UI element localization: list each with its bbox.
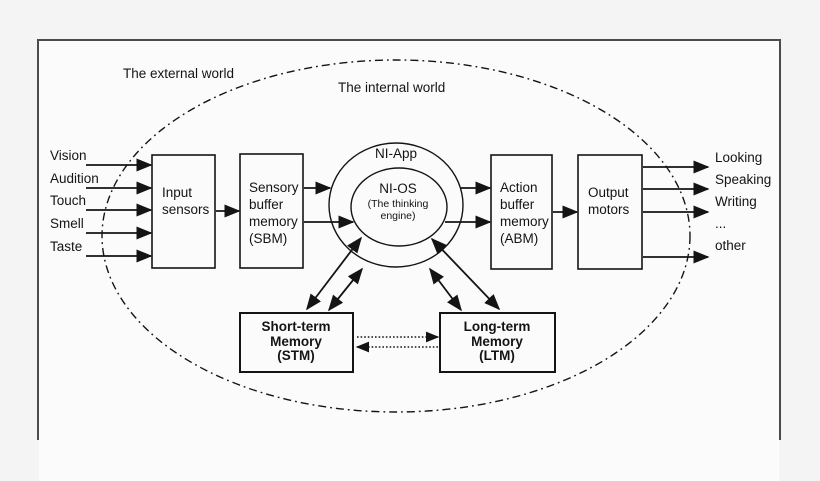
ltm-label-line3: (LTM): [479, 348, 515, 363]
sbm-box: [239, 153, 304, 269]
abm-label-line1: Action: [500, 180, 538, 195]
ni-os-sublabel-line1: (The thinking: [368, 198, 429, 210]
memory-arrow-ltm-to-nios: [430, 237, 501, 311]
input-label-touch: Touch: [50, 193, 86, 208]
external-world-label: The external world: [123, 66, 234, 81]
sbm-label-line2: buffer: [249, 197, 284, 212]
ni-os-label: NI-OS: [379, 181, 417, 196]
output-motors-label-line2: motors: [588, 202, 630, 217]
output-label-writing: Writing: [715, 194, 757, 209]
input-sensors-label-line2: sensors: [162, 202, 210, 217]
stm-label-line2: Memory: [270, 334, 322, 349]
output-motors-box: [577, 154, 643, 270]
internal-world-boundary-ellipse: [101, 59, 691, 413]
internal-world-label: The internal world: [338, 80, 445, 95]
input-label-vision: Vision: [50, 148, 87, 163]
ni-os-sublabel-line2: engine): [380, 210, 415, 222]
sbm-label-line1: Sensory: [249, 180, 299, 195]
output-label-speaking: Speaking: [715, 172, 771, 187]
output-label-looking: Looking: [715, 150, 762, 165]
input-sensors-box: [151, 154, 216, 269]
abm-label-line4: (ABM): [500, 231, 538, 246]
ltm-label-line1: Long-term: [464, 319, 531, 334]
input-label-taste: Taste: [50, 239, 82, 254]
output-motors-label-line1: Output: [588, 185, 629, 200]
ltm-label-line2: Memory: [471, 334, 523, 349]
stm-label-line3: (STM): [277, 348, 315, 363]
ni-app-label: NI-App: [375, 146, 417, 161]
ni-os-circle: [350, 167, 448, 247]
abm-box: [490, 154, 553, 270]
input-sensors-label-line1: Input: [162, 185, 192, 200]
abm-label-line2: buffer: [500, 197, 535, 212]
memory-arrow-stm-to-niapp: [327, 267, 364, 312]
input-label-audition: Audition: [50, 171, 99, 186]
output-label-ellipsis: ...: [715, 216, 726, 231]
stm-box: [239, 312, 354, 373]
abm-label-line3: memory: [500, 214, 549, 229]
output-label-other: other: [715, 238, 746, 253]
figure-frame: [37, 39, 781, 440]
sbm-label-line3: memory: [249, 214, 298, 229]
input-label-smell: Smell: [50, 216, 84, 231]
ltm-box: [439, 312, 556, 373]
memory-arrow-ltm-to-niapp: [429, 267, 462, 312]
stm-label-line1: Short-term: [261, 319, 330, 334]
sbm-label-line4: (SBM): [249, 231, 287, 246]
